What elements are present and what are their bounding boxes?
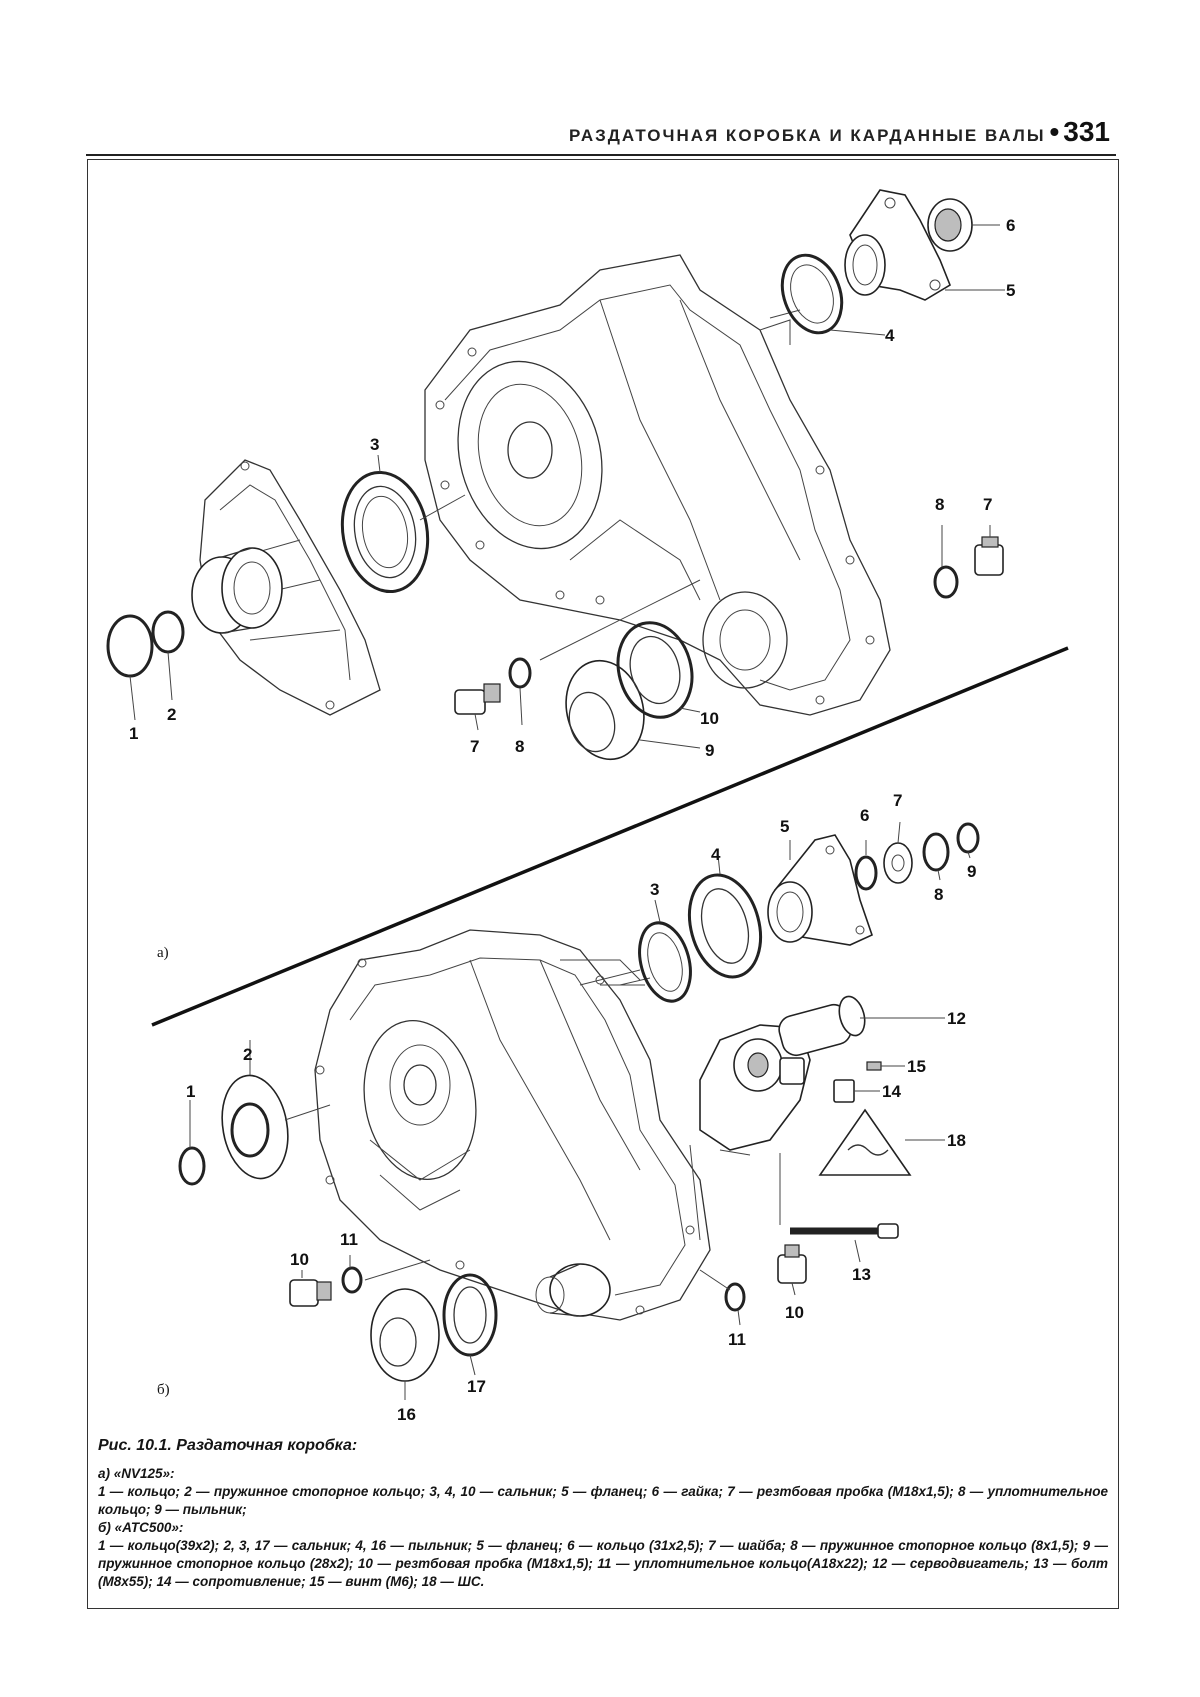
- plug-part-7-a-upper: [974, 525, 1004, 576]
- callout-b-11-left: 11: [340, 1230, 358, 1249]
- caption-b-heading: б) «ATC500»:: [98, 1520, 184, 1535]
- callouts-panel-a: 1 2 3 4 5 6 7 8 7 8 9 10: [129, 216, 1015, 760]
- gear-sleeve-a: [191, 547, 283, 634]
- flange-part-5-a: [844, 189, 1005, 301]
- seal-part-4-a: [780, 253, 886, 336]
- callout-a-10: 10: [700, 709, 719, 728]
- callout-a-7-lower: 7: [470, 737, 479, 756]
- snap-ring-part-2-a: [151, 610, 185, 654]
- callout-b-10-right: 10: [785, 1303, 804, 1322]
- oring-part-11-b-left: [341, 1266, 363, 1294]
- resistor-part-14-b: [833, 1079, 880, 1103]
- callout-b-15: 15: [907, 1057, 926, 1076]
- snap-ring-part-8-b: [922, 832, 950, 872]
- servo-motor-part-12-b: [699, 995, 945, 1156]
- callout-a-8-upper: 8: [935, 495, 944, 514]
- callout-b-18: 18: [947, 1131, 966, 1150]
- panel-divider: [151, 646, 1069, 1027]
- callout-b-10-left: 10: [290, 1250, 309, 1269]
- callout-b-5: 5: [780, 817, 789, 836]
- callout-b-2: 2: [243, 1045, 252, 1064]
- caption-a-heading: а) «NV125»:: [98, 1466, 175, 1481]
- callout-a-6: 6: [1006, 216, 1015, 235]
- callout-b-1: 1: [186, 1082, 195, 1101]
- nut-part-6-a: [927, 198, 1000, 252]
- callout-b-7: 7: [893, 791, 902, 810]
- seal-part-10-a: [616, 621, 701, 719]
- flange-part-5-b: [767, 834, 873, 946]
- oring-part-8-a-lower: [508, 657, 532, 689]
- transfer-case-housing-b: [314, 929, 711, 1321]
- transfer-case-housing-a: [424, 254, 891, 716]
- panel-b-drawing: [178, 821, 980, 1400]
- oring-part-8-a-upper: [933, 565, 959, 599]
- callout-b-12: 12: [947, 1009, 966, 1028]
- callout-a-4: 4: [885, 326, 895, 345]
- callout-a-5: 5: [1006, 281, 1015, 300]
- callout-b-13: 13: [852, 1265, 871, 1284]
- callout-a-8-lower: 8: [515, 737, 524, 756]
- figure-caption: Рис. 10.1. Раздаточная коробка: а) «NV12…: [98, 1437, 1108, 1591]
- ring-part-1-a: [106, 614, 154, 678]
- seal-part-17-b: [442, 1273, 498, 1376]
- section-title: РАЗДАТОЧНАЯ КОРОБКА И КАРДАННЫЕ ВАЛЫ: [569, 126, 1046, 145]
- callouts-panel-b: 1 2 3 4 5 6 7 8 9 10 11 10 11 12 13 14 1…: [186, 791, 976, 1424]
- callout-b-11-right: 11: [728, 1330, 746, 1349]
- callout-b-16: 16: [397, 1405, 416, 1424]
- callout-b-4: 4: [711, 845, 721, 864]
- panel-a-drawing: [106, 189, 1005, 761]
- dust-boot-part-16-b: [370, 1288, 440, 1400]
- panel-b-label: б): [157, 1382, 170, 1398]
- washer-part-7-b: [883, 821, 913, 884]
- ring-part-6-b: [854, 855, 878, 891]
- plug-part-10-b-left: [289, 1270, 332, 1307]
- callout-b-8: 8: [934, 885, 943, 904]
- callout-a-2: 2: [167, 705, 176, 724]
- dust-boot-part-4-b: [688, 854, 762, 979]
- callout-b-3: 3: [650, 880, 659, 899]
- seal-part-2-b: [221, 1040, 331, 1180]
- plug-part-10-b-right: [777, 1244, 807, 1296]
- plug-part-7-a-lower: [454, 683, 501, 715]
- caption-a-text: 1 — кольцо; 2 — пружинное стопорное коль…: [98, 1484, 1108, 1517]
- snap-ring-part-9-b: [956, 822, 980, 854]
- screw-part-15-b: [866, 1061, 905, 1071]
- callout-b-14: 14: [882, 1082, 901, 1101]
- seal-part-3-b: [579, 899, 692, 1003]
- header-rule: [86, 154, 1116, 156]
- callout-a-9: 9: [705, 741, 714, 760]
- callout-a-7-upper: 7: [983, 495, 992, 514]
- bolt-part-13-b: [779, 1153, 899, 1263]
- triangle-part-18-b: [818, 1108, 945, 1176]
- callout-a-3: 3: [370, 435, 379, 454]
- page-number: 331: [1063, 116, 1110, 147]
- ring-part-1-b: [178, 1146, 206, 1186]
- oring-part-11-b-right: [724, 1282, 746, 1312]
- callout-b-9: 9: [967, 862, 976, 881]
- running-head: РАЗДАТОЧНАЯ КОРОБКА И КАРДАННЫЕ ВАЛЫ • 3…: [569, 116, 1110, 147]
- caption-b-text: 1 — кольцо(39x2); 2, 3, 17 — сальник; 4,…: [98, 1538, 1108, 1589]
- panel-a-label: а): [157, 945, 169, 961]
- callout-a-1: 1: [129, 724, 138, 743]
- caption-title: Рис. 10.1. Раздаточная коробка:: [98, 1437, 358, 1454]
- dust-boot-part-9-a: [565, 659, 701, 761]
- figure-frame: [87, 159, 1119, 1609]
- callout-b-17: 17: [467, 1377, 486, 1396]
- callout-b-6: 6: [860, 806, 869, 825]
- separator: •: [1049, 116, 1060, 147]
- seal-part-3-a: [340, 454, 466, 594]
